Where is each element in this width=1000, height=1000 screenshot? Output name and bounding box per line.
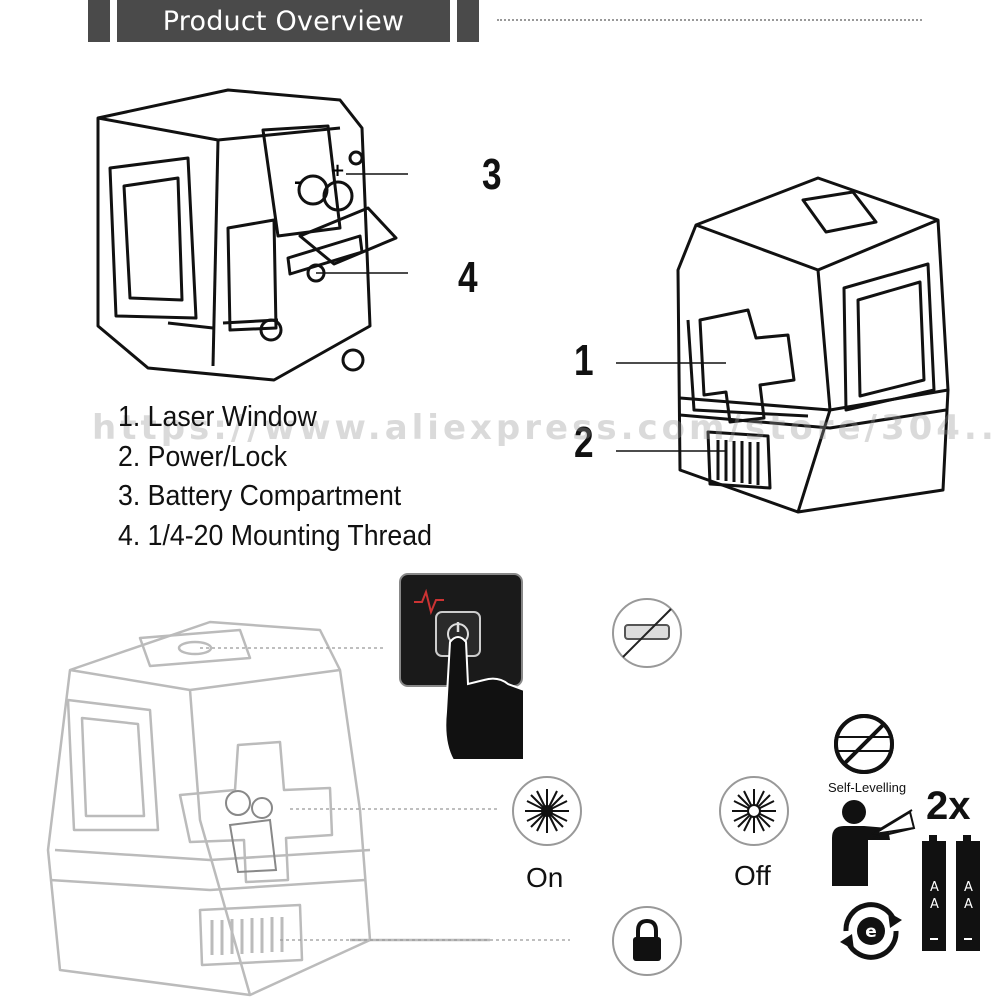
header-right-cap — [457, 0, 479, 42]
header-divider — [497, 19, 922, 21]
laser-off-icon[interactable] — [718, 775, 790, 847]
svg-text:e: e — [865, 922, 877, 942]
battery-label: AA — [927, 880, 942, 914]
watermark: https://www.aliexpress.com/store/304... — [92, 408, 1000, 448]
header-banner: Product Overview — [117, 0, 450, 42]
callout-4: 4 — [458, 253, 478, 302]
header-left-cap — [88, 0, 110, 42]
power-button-icon[interactable] — [398, 572, 524, 760]
no-tilt-icon — [612, 598, 682, 668]
self-levelling-label: Self-Levelling — [828, 780, 907, 795]
user-icon — [832, 800, 916, 886]
laser-level-back-view: + - — [96, 88, 408, 382]
page-title: Product Overview — [162, 5, 405, 37]
parts-list: 1. Laser Window 2. Power/Lock 3. Battery… — [118, 398, 459, 556]
mode-label-off: Off — [734, 860, 771, 891]
self-levelling-icon — [834, 714, 894, 774]
parts-list-item: 3. Battery Compartment — [118, 480, 402, 512]
parts-list-item: 4. 1/4-20 Mounting Thread — [118, 519, 432, 552]
battery-label: AA — [961, 880, 976, 914]
laser-level-outline-view — [46, 620, 570, 997]
lock-icon[interactable] — [611, 905, 683, 977]
parts-list-item: 1. Laser Window — [118, 401, 317, 433]
svg-text:-: - — [294, 172, 301, 193]
battery-count: 2x — [926, 784, 971, 828]
callout-3: 3 — [482, 150, 502, 199]
aa-battery-icon — [922, 835, 980, 951]
svg-text:+: + — [330, 160, 345, 181]
laser-level-front-view — [616, 176, 950, 514]
callout-2: 2 — [574, 418, 594, 467]
callout-1: 1 — [574, 336, 594, 385]
parts-list-item: 2. Power/Lock — [118, 440, 288, 473]
laser-on-icon[interactable] — [511, 775, 583, 847]
mode-label-on: On — [526, 862, 564, 893]
eco-icon: e — [840, 902, 902, 960]
